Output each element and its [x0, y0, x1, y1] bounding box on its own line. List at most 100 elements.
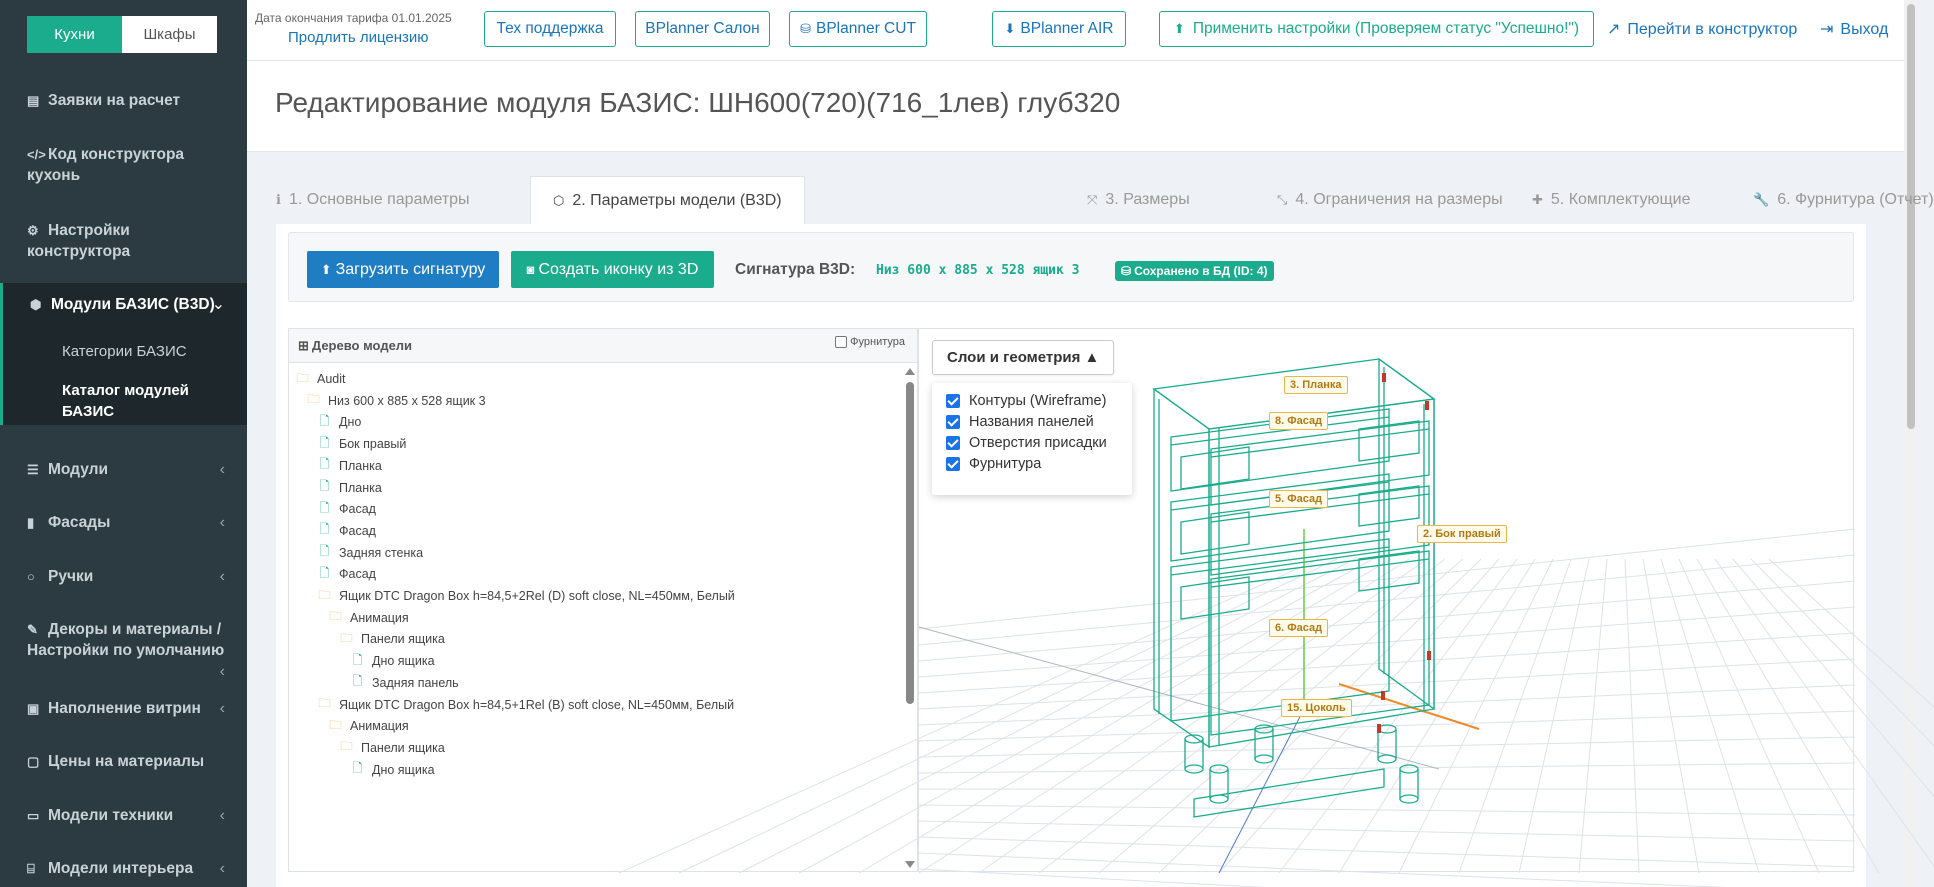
- tree-node-label: Планка: [339, 480, 382, 495]
- grid-line: [918, 632, 1856, 694]
- upload-icon: ⬆: [320, 261, 332, 277]
- tab-size-limits[interactable]: ⤡4. Ограничения на размеры: [1277, 191, 1503, 208]
- tab-components[interactable]: ✚5. Комплектующие: [1532, 191, 1691, 208]
- tree-file-node[interactable]: 🗋Задняя панель: [351, 673, 458, 693]
- chevron-left-icon: ‹: [219, 461, 225, 478]
- grid-line: [918, 868, 1266, 887]
- page-scrollbar-thumb[interactable]: [1907, 4, 1915, 429]
- tab-sizes[interactable]: ⤧3. Размеры: [1087, 191, 1190, 208]
- sidebar-item-facades[interactable]: ▮Фасады ‹: [27, 514, 225, 531]
- signature-label: Сигнатура B3D:: [735, 261, 856, 278]
- tree-node-label: Панели ящика: [361, 740, 445, 755]
- info-icon: ℹ: [276, 192, 281, 207]
- panel-tag-facade-5: 5. Фасад: [1269, 490, 1329, 508]
- sidebar-item-constructor-settings[interactable]: ⚙Настройки конструктора: [27, 222, 131, 260]
- sidebar-subitem-basis-categories[interactable]: Категории БАЗИС: [62, 343, 187, 360]
- sidebar-item-requests[interactable]: ▤Заявки на расчет: [27, 92, 181, 109]
- cabinet-wireframe: [1152, 357, 1436, 818]
- tree-file-node[interactable]: 🗋Дно ящика: [351, 651, 434, 671]
- tree-file-node[interactable]: 🗋Фасад: [318, 499, 375, 519]
- layers-menu: Контуры (Wireframe) Названия панелей Отв…: [932, 383, 1132, 495]
- fitting-marker: [1382, 373, 1386, 382]
- create-icon-button[interactable]: ◙Создать иконку из 3D: [511, 251, 714, 288]
- sidebar-item-constructor-code[interactable]: </>Код конструктора кухонь: [27, 146, 185, 184]
- leg-bottom: [1399, 794, 1419, 804]
- segment-wardrobes[interactable]: Шкафы: [122, 16, 217, 53]
- logout-link[interactable]: ⇥Выход: [1820, 21, 1889, 38]
- tree-folder-node[interactable]: 🗀Анимация: [329, 716, 408, 736]
- scroll-up-arrow-icon[interactable]: [905, 368, 915, 375]
- upload-signature-button[interactable]: ⬆Загрузить сигнатуру: [307, 251, 499, 288]
- tree-folder-node[interactable]: 🗀Ящик DTC Dragon Box h=84,5+1Rel (B) sof…: [318, 695, 734, 715]
- layer-option-wireframe[interactable]: Контуры (Wireframe): [946, 393, 1106, 409]
- sidebar-item-interior-models[interactable]: ⌸Модели интерьера ‹: [27, 860, 225, 877]
- leg-bottom: [1184, 764, 1204, 774]
- checkbox-checked[interactable]: [946, 415, 960, 429]
- segment-kitchens[interactable]: Кухни: [27, 16, 122, 53]
- tree-node-label: Дно ящика: [372, 762, 435, 777]
- sidebar-item-appliance-models[interactable]: ▭Модели техники ‹: [27, 807, 225, 824]
- chevron-left-icon: ‹: [219, 860, 225, 877]
- tree-file-node[interactable]: 🗋Задняя стенка: [318, 543, 423, 563]
- tree-file-node[interactable]: 🗋Фасад: [318, 521, 375, 541]
- file-icon: 🗋: [352, 652, 363, 667]
- sidebar-item-material-prices[interactable]: ▢Цены на материалы: [27, 753, 205, 770]
- tree-folder-node[interactable]: 🗀Ящик DTC Dragon Box h=84,5+2Rel (D) sof…: [318, 586, 735, 606]
- sidebar-item-showcase-filling[interactable]: ▣Наполнение витрин ‹: [27, 700, 225, 717]
- folder-icon: 🗀: [318, 696, 331, 710]
- tree-file-node[interactable]: 🗋Дно: [318, 412, 361, 432]
- drawer-box: [1170, 473, 1390, 562]
- layer-option-fittings[interactable]: Фурнитура: [946, 456, 1041, 472]
- tree-folder-node[interactable]: 🗀 Панели ящика: [340, 738, 445, 758]
- drawer-side-left: [1180, 446, 1250, 490]
- layer-option-panel-names[interactable]: Названия панелей: [946, 414, 1094, 430]
- tab-model-params[interactable]: ⬡2. Параметры модели (B3D): [530, 176, 805, 224]
- checkbox-checked[interactable]: [946, 436, 960, 450]
- tree-file-node[interactable]: 🗋Планка: [318, 456, 381, 476]
- sidebar-item-decors[interactable]: ✎Декоры и материалы / Настройки по умолч…: [27, 621, 225, 680]
- tree-scrollbar-thumb[interactable]: [906, 382, 914, 704]
- page-scrollbar[interactable]: [1904, 0, 1918, 887]
- layers-geometry-toggle[interactable]: Слои и геометрия ▲: [932, 340, 1115, 375]
- sidebar-item-handles[interactable]: ○Ручки ‹: [27, 568, 225, 585]
- tree-file-node[interactable]: 🗋Планка: [318, 478, 382, 498]
- fittings-filter-checkbox[interactable]: Фурнитура: [835, 336, 905, 348]
- checkbox-checked[interactable]: [946, 394, 960, 408]
- panel-tag-facade-8: 8. Фасад: [1269, 412, 1329, 430]
- tree-folder-node[interactable]: 🗀Низ 600 x 885 x 528 ящик 3: [307, 391, 485, 411]
- sidebar-item-modules[interactable]: ☰Модули ‹: [27, 461, 225, 478]
- tree-node-label: Панели ящика: [361, 632, 445, 647]
- checkbox[interactable]: [835, 336, 848, 348]
- grid-line: [1398, 558, 1554, 874]
- open-constructor-link[interactable]: ↗Перейти в конструктор: [1607, 21, 1798, 38]
- tree-scrollbar[interactable]: [905, 368, 915, 868]
- grid-line: [1518, 558, 1590, 874]
- tree-folder-node[interactable]: 🗀Audit: [296, 369, 345, 389]
- scroll-down-arrow-icon[interactable]: [905, 861, 915, 868]
- sidebar-subitem-basis-catalog[interactable]: Каталог модулей БАЗИС: [62, 382, 189, 420]
- checkbox-checked[interactable]: [946, 457, 960, 471]
- file-icon: 🗋: [352, 761, 363, 776]
- tree-file-node[interactable]: 🗋 Дно ящика: [351, 760, 435, 780]
- grid-line: [918, 658, 1856, 710]
- tree-file-node[interactable]: 🗋Фасад: [318, 564, 376, 584]
- bplanner-cut-button[interactable]: ⛁BPlanner CUT: [789, 11, 927, 47]
- bplanner-salon-button[interactable]: BPlanner Салон: [635, 11, 770, 47]
- bplanner-air-button[interactable]: ⬇BPlanner AIR: [992, 11, 1126, 47]
- camera-icon: ◙: [526, 262, 535, 277]
- sidebar-item-basis-modules[interactable]: ⬢Модули БАЗИС (B3D) ⌄: [0, 283, 247, 425]
- layer-option-drill-holes[interactable]: Отверстия присадки: [946, 435, 1107, 451]
- tree-folder-node[interactable]: 🗀Панели ящика: [340, 629, 445, 649]
- tab-fittings-report[interactable]: 🔧6. Фурнитура (Отчет): [1753, 191, 1934, 208]
- 3d-scene[interactable]: [618, 329, 1934, 887]
- support-button[interactable]: Тех поддержка: [484, 11, 616, 47]
- tree-file-node[interactable]: 🗋Бок правый: [318, 434, 406, 454]
- folder-icon: 🗀: [340, 739, 353, 754]
- 3d-viewport[interactable]: Слои и геометрия ▲ Контуры (Wireframe) Н…: [618, 328, 1934, 887]
- apply-settings-button[interactable]: ⬆Применить настройки (Проверяем статус "…: [1159, 11, 1594, 47]
- extend-license-link[interactable]: Продлить лицензию: [288, 29, 429, 46]
- tree-node-label: Фасад: [339, 567, 376, 582]
- tree-folder-node[interactable]: 🗀Анимация: [329, 608, 408, 628]
